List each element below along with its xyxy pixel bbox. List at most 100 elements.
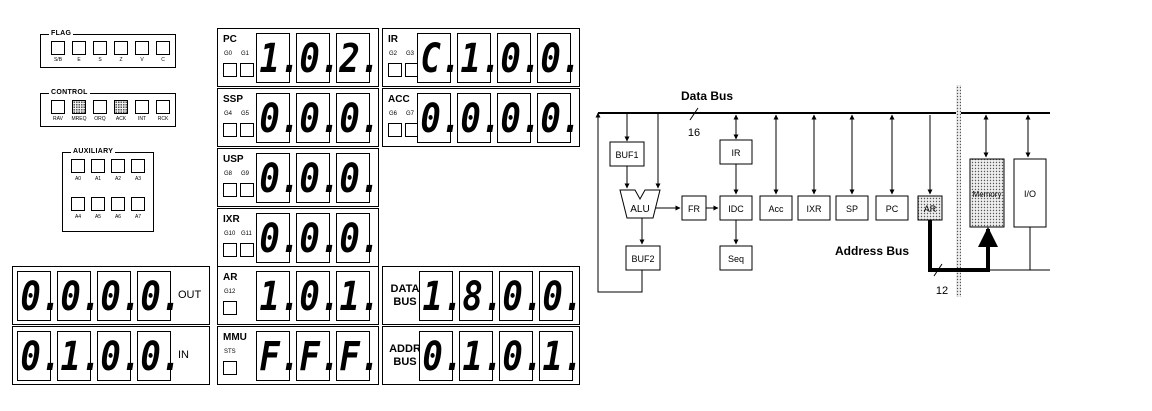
digit-value: 0. bbox=[140, 334, 182, 380]
flag-title: FLAG bbox=[49, 29, 74, 39]
aux-bit-label: A5 bbox=[94, 214, 102, 220]
register-usp-name: USP bbox=[223, 154, 244, 165]
digit-value: 0. bbox=[140, 274, 182, 320]
register-ixr-g-indicator bbox=[240, 243, 254, 257]
register-ixr-g-label: G10 bbox=[224, 231, 236, 237]
seven-seg-digit: 1. bbox=[336, 271, 381, 321]
data-bus-label: Data Bus bbox=[681, 89, 733, 103]
aux-bit-indicator bbox=[71, 159, 85, 173]
seven-seg-digit: 0. bbox=[296, 33, 340, 83]
digit-value: 1. bbox=[460, 36, 502, 82]
register-ssp-g-indicator bbox=[240, 123, 254, 137]
register-ar-g-label: G12 bbox=[224, 289, 236, 295]
digit-value: F. bbox=[339, 334, 381, 380]
flag-bit-indicator bbox=[93, 41, 107, 55]
register-acc-g-label: G7 bbox=[406, 111, 415, 117]
digit-value: 0. bbox=[502, 274, 544, 320]
digit-value: 0. bbox=[299, 216, 341, 262]
ir-block bbox=[719, 139, 753, 165]
ar-block bbox=[917, 195, 943, 221]
in-label: IN bbox=[178, 349, 189, 361]
seven-seg-digit: 0. bbox=[137, 331, 182, 381]
address-bus-label: Address Bus bbox=[835, 244, 909, 258]
seven-seg-digit: 0. bbox=[336, 213, 381, 263]
seven-seg-digit: 0. bbox=[97, 331, 141, 381]
seven-seg-digit: 0. bbox=[256, 93, 301, 143]
svg-text:Memory: Memory bbox=[973, 190, 1002, 199]
acc-block bbox=[759, 195, 793, 221]
control-bit-indicator bbox=[156, 100, 170, 114]
datapath-diagram: Data Bus 16 BUF1 ALU BUF2 FR IR IDC Seq … bbox=[595, 85, 1050, 297]
io-block bbox=[1013, 158, 1047, 228]
flag-bit-indicator bbox=[156, 41, 170, 55]
svg-text:IXR: IXR bbox=[806, 204, 822, 214]
flag-bit-label: C bbox=[161, 57, 165, 63]
seq-block bbox=[719, 245, 753, 271]
register-pc-g-label: G0 bbox=[224, 51, 233, 57]
svg-text:PC: PC bbox=[886, 204, 899, 214]
flag-bit-indicator bbox=[51, 41, 65, 55]
digit-value: 0. bbox=[20, 334, 62, 380]
svg-text:AR: AR bbox=[924, 204, 937, 214]
aux-bit-label: A6 bbox=[114, 214, 122, 220]
seven-seg-digit: 0. bbox=[336, 93, 380, 143]
addr_bus-label-line1: ADDR bbox=[389, 343, 421, 355]
svg-text:IR: IR bbox=[732, 148, 742, 158]
seven-seg-digit: 0. bbox=[497, 33, 541, 83]
flag-bit-indicator bbox=[72, 41, 86, 55]
seven-seg-digit: 0. bbox=[296, 271, 340, 321]
digit-value: 0. bbox=[500, 96, 542, 142]
ixr-block bbox=[797, 195, 831, 221]
digit-value: 1. bbox=[339, 274, 381, 320]
aux-bit-label: A7 bbox=[134, 214, 142, 220]
buf2-block bbox=[625, 245, 661, 271]
aux-bit-label: A3 bbox=[134, 176, 142, 182]
register-ssp-g-indicator bbox=[223, 123, 237, 137]
data_bus-label-line1: DATA bbox=[390, 283, 420, 295]
idc-block bbox=[719, 195, 753, 221]
seven-seg-digit: 0. bbox=[336, 153, 380, 203]
out-label: OUT bbox=[178, 289, 202, 301]
seven-seg-digit: 0. bbox=[17, 271, 61, 321]
register-ar-name: AR bbox=[223, 272, 238, 283]
digit-value: 0. bbox=[542, 274, 584, 320]
seven-seg-digit: 0. bbox=[497, 93, 542, 143]
seven-seg-digit: 1. bbox=[459, 331, 503, 381]
pc-block bbox=[875, 195, 909, 221]
seven-seg-digit: 2. bbox=[336, 33, 380, 83]
digit-value: F. bbox=[259, 334, 301, 380]
seven-seg-digit: 1. bbox=[57, 331, 102, 381]
aux-bit-label: A2 bbox=[114, 176, 122, 182]
svg-text:BUF1: BUF1 bbox=[615, 150, 638, 160]
digit-value: 0. bbox=[339, 216, 381, 262]
digit-value: 0. bbox=[540, 96, 582, 142]
digit-value: 1. bbox=[60, 334, 102, 380]
control-bit-label: RCK bbox=[157, 116, 169, 122]
register-ssp-g-label: G5 bbox=[241, 111, 250, 117]
seven-seg-digit: 0. bbox=[296, 213, 341, 263]
aux-bit-indicator bbox=[111, 197, 125, 211]
flag-bit-indicator bbox=[114, 41, 128, 55]
seven-seg-digit: 1. bbox=[419, 271, 464, 321]
register-usp-g-label: G8 bbox=[224, 171, 233, 177]
register-pc-g-indicator bbox=[240, 63, 254, 77]
control-bit-indicator bbox=[72, 100, 86, 114]
flag-bit-label: E bbox=[77, 57, 81, 63]
aux-bit-label: A1 bbox=[94, 176, 102, 182]
digit-value: 0. bbox=[259, 96, 301, 142]
register-ixr-g-label: G11 bbox=[241, 231, 252, 237]
digit-value: 8. bbox=[462, 274, 504, 320]
digit-value: 1. bbox=[422, 274, 464, 320]
register-usp-g-indicator bbox=[240, 183, 254, 197]
control-bit-label: RAV bbox=[53, 116, 63, 122]
control-bit-label: INT bbox=[137, 116, 147, 122]
seven-seg-digit: C. bbox=[417, 33, 461, 83]
svg-text:I/O: I/O bbox=[1024, 189, 1036, 199]
seven-seg-digit: 1. bbox=[457, 33, 502, 83]
svg-text:SP: SP bbox=[846, 204, 858, 214]
